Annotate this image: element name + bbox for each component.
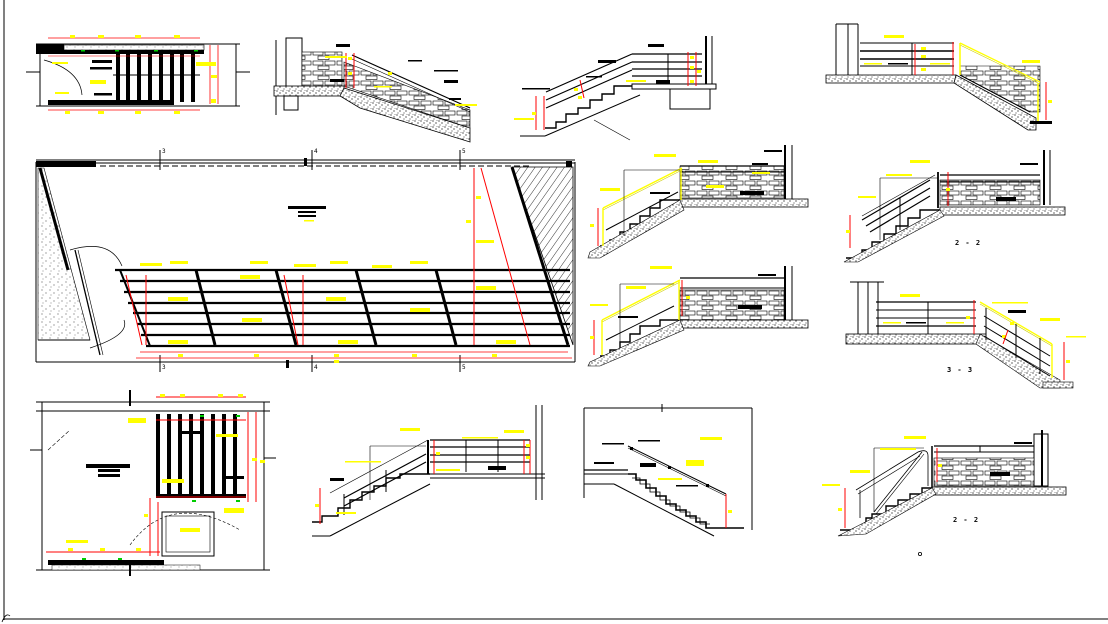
grid-marker-top-3: 3 bbox=[162, 148, 166, 155]
grid-marker-bottom-5: 5 bbox=[462, 364, 466, 371]
section-top-right bbox=[825, 23, 1052, 131]
grid-marker-top-4: 4 bbox=[314, 148, 318, 155]
plan-main bbox=[35, 150, 576, 372]
section-2-2-b bbox=[822, 430, 1067, 557]
section-bottom-1 bbox=[312, 405, 545, 537]
section-label-2-2-b: 2 - 2 bbox=[953, 516, 980, 524]
section-mid-1 bbox=[587, 145, 809, 259]
section-label-2-2-a: 2 - 2 bbox=[955, 239, 982, 247]
section-2-2-a bbox=[843, 150, 1066, 263]
grid-marker-bottom-3: 3 bbox=[162, 364, 166, 371]
section-label-3-3: 3 - 3 bbox=[947, 366, 974, 374]
section-3-3 bbox=[845, 281, 1086, 389]
grid-marker-bottom-4: 4 bbox=[314, 364, 318, 371]
plan-top-left bbox=[26, 35, 250, 114]
plan-bottom-left bbox=[30, 390, 276, 576]
section-b bbox=[514, 36, 717, 141]
section-a bbox=[273, 37, 477, 143]
section-bottom-2 bbox=[583, 404, 753, 537]
grid-marker-top-5: 5 bbox=[462, 148, 466, 155]
section-mid-2 bbox=[587, 266, 809, 367]
